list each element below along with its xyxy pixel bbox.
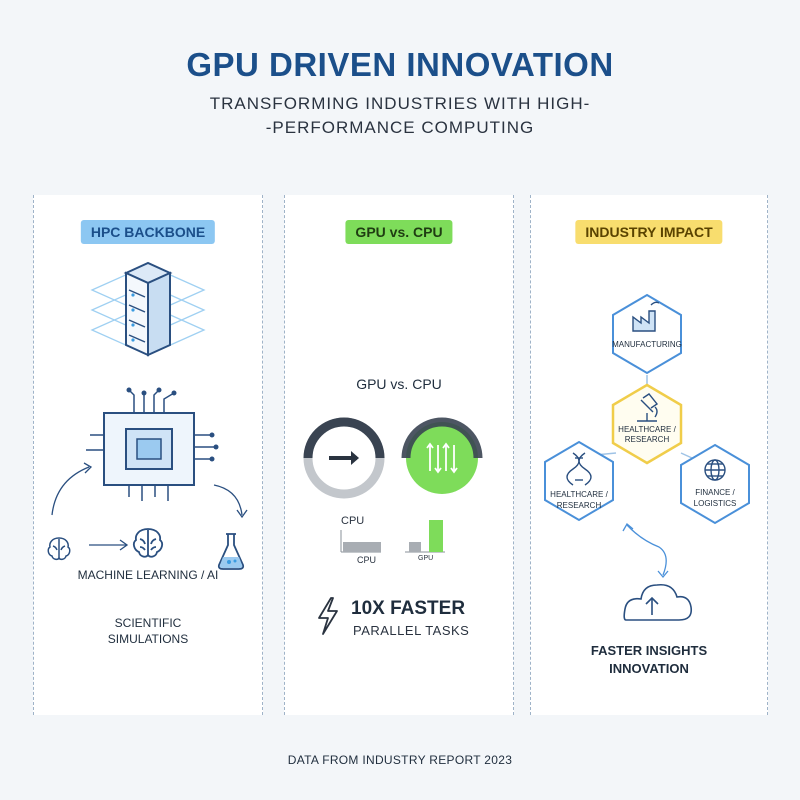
comparison-heading: GPU vs. CPU	[356, 376, 442, 392]
page-title: GPU DRIVEN INNOVATION	[186, 46, 614, 83]
node-center-line-2: RESEARCH	[624, 435, 670, 444]
cloud-upload-icon	[623, 583, 693, 621]
gpu-vs-cpu-panel: GPU vs. CPU GPU vs. CPU CPU CPU GPU 10X …	[284, 195, 514, 715]
hexagon-healthcare-center	[611, 383, 683, 465]
factory-icon	[632, 301, 660, 332]
gpu-bar	[429, 520, 443, 552]
node-center-label: HEALTHCARE / RESEARCH	[531, 425, 763, 445]
flask-icon	[217, 533, 245, 570]
brain-icon-small	[47, 537, 71, 561]
node-right-line-2: LOGISTICS	[693, 499, 737, 508]
outcome-line-1: FASTER INSIGHTS	[590, 643, 708, 658]
industry-impact-panel: INDUSTRY IMPACT	[530, 195, 768, 715]
gpu-chip-icon	[86, 387, 219, 501]
sim-line-1: SCIENTIFIC	[114, 616, 182, 630]
hexagon-healthcare-left	[544, 440, 614, 522]
gpu-ring-icon	[401, 417, 483, 494]
bar-label-gpu: GPU	[418, 555, 434, 562]
subtitle-line-2: -PERFORMANCE COMPUTING	[265, 118, 535, 137]
bar-label-cpu: CPU	[357, 555, 377, 565]
gpu-small-bar	[409, 542, 421, 552]
node-manufacturing-label: MANUFACTURING	[612, 340, 682, 349]
source-footer: DATA FROM INDUSTRY REPORT 2023	[287, 753, 513, 767]
node-right-label: FINANCE / LOGISTICS	[667, 487, 763, 509]
scientific-simulations-label: SCIENTIFIC SIMULATIONS	[34, 615, 262, 647]
industry-network	[544, 293, 750, 621]
gpu-vs-cpu-badge: GPU vs. CPU	[345, 220, 453, 244]
speed-stat-sub: PARALLEL TASKS	[353, 623, 470, 638]
microscope-icon	[637, 393, 659, 422]
industry-impact-badge: INDUSTRY IMPACT	[575, 220, 723, 244]
hpc-backbone-badge: HPC BACKBONE	[80, 220, 216, 244]
hexagon-finance	[680, 443, 750, 525]
server-icon	[90, 261, 206, 357]
speed-bar-chart	[340, 520, 445, 553]
page-subtitle: TRANSFORMING INDUSTRIES WITH HIGH- -PERF…	[150, 92, 650, 140]
globe-icon	[704, 459, 726, 481]
subtitle-line-1: TRANSFORMING INDUSTRIES WITH HIGH-	[209, 94, 591, 113]
node-left-line-1: HEALTHCARE /	[550, 490, 608, 499]
node-right-line-1: FINANCE /	[695, 488, 735, 497]
hpc-backbone-panel: HPC BACKBONE	[33, 195, 263, 715]
machine-learning-label: MACHINE LEARNING / AI	[77, 568, 219, 582]
cpu-ring-icon	[303, 417, 385, 499]
bar-label-top: CPU	[341, 515, 365, 527]
speed-stat: 10X FASTER	[351, 598, 466, 619]
dna-icon	[566, 452, 592, 486]
hexagon-manufacturing	[612, 293, 682, 375]
lightning-icon	[318, 597, 338, 635]
outcome-line-2: INNOVATION	[609, 661, 689, 676]
brain-icon-large	[132, 528, 164, 558]
node-left-line-2: RESEARCH	[556, 501, 602, 510]
node-left-label: HEALTHCARE / RESEARCH	[531, 489, 627, 511]
outcome-label: FASTER INSIGHTS INNOVATION	[531, 642, 767, 678]
cpu-bar	[343, 542, 381, 552]
node-center-line-1: HEALTHCARE /	[618, 425, 676, 434]
sim-line-2: SIMULATIONS	[107, 632, 189, 646]
flow-arrows	[51, 462, 248, 551]
